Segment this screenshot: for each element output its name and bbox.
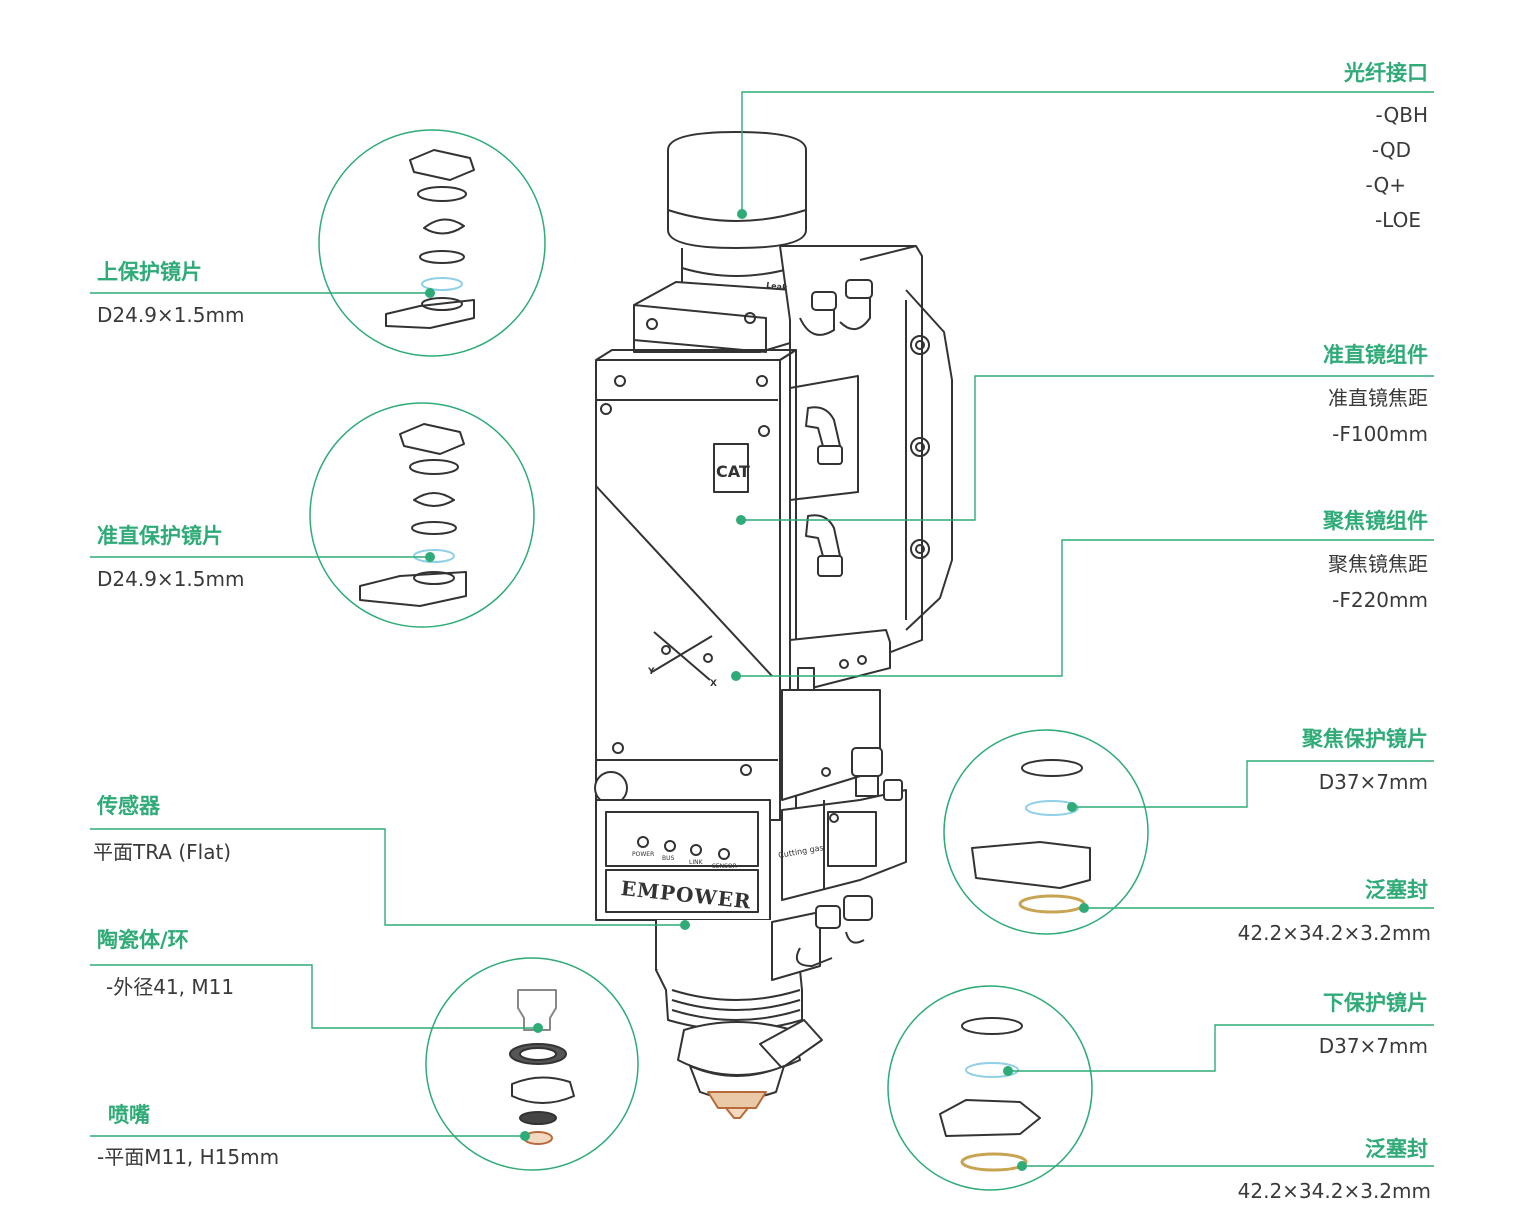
collim-protect-line-1: D24.9×1.5mm	[97, 567, 245, 591]
fiber-leader	[741, 91, 1434, 214]
fiber-line-3: -Q+	[1365, 173, 1406, 197]
sensor-line-1: 平面TRA (Flat)	[93, 840, 232, 864]
fiber-line-4: -LOE	[1374, 208, 1421, 232]
seal1-line-1: 42.2×34.2×3.2mm	[1237, 921, 1431, 945]
collimator-leader	[741, 375, 1434, 521]
ceramic-title: 陶瓷体/环	[97, 928, 189, 952]
focus-protect-title: 聚焦保护镜片	[1302, 727, 1428, 751]
fiber-line-2: -QD	[1371, 138, 1411, 162]
cutting-head-body	[594, 131, 953, 1119]
focus-protect-leader-dot	[1067, 802, 1077, 812]
seal2-leader-dot	[1017, 1161, 1027, 1171]
upper-protect-title: 上保护镜片	[97, 260, 202, 284]
focus-protect-line-1: D37×7mm	[1318, 770, 1428, 794]
lower-protect-title: 下保护镜片	[1323, 991, 1428, 1015]
collimator-title: 准直镜组件	[1323, 343, 1428, 367]
indicator-power-label: POWER	[632, 851, 655, 858]
focus-line-1: 聚焦镜焦距	[1328, 552, 1428, 576]
upper-protect-parts	[385, 149, 475, 329]
nozzle-leader-dot	[520, 1131, 530, 1141]
nozzle-line-1: -平面M11, H15mm	[97, 1145, 280, 1169]
nozzle-title: 喷嘴	[108, 1103, 150, 1127]
fiber-line-1: -QBH	[1375, 103, 1428, 127]
fiber-title: 光纤接口	[1344, 61, 1428, 85]
collimator-line-2: -F100mm	[1332, 422, 1428, 446]
seal2-line-1: 42.2×34.2×3.2mm	[1237, 1179, 1431, 1203]
indicator-bus-label: BUS	[662, 855, 675, 862]
focus-line-2: -F220mm	[1332, 588, 1428, 612]
ceramic-leader-dot	[533, 1023, 543, 1033]
axis-x-label: X	[710, 679, 717, 689]
fiber-leader-dot	[737, 209, 747, 219]
upper-protect-line-1: D24.9×1.5mm	[97, 303, 245, 327]
seal1-title: 泛塞封	[1365, 878, 1428, 902]
collim-protect-leader-dot	[425, 552, 435, 562]
focus-protect-leader	[1072, 760, 1434, 808]
upper-protect-leader-dot	[425, 288, 435, 298]
detail-ceramic-nozzle	[425, 957, 639, 1171]
collim-protect-title: 准直保护镜片	[97, 524, 223, 548]
focus-title: 聚焦镜组件	[1323, 509, 1428, 533]
focus-leader	[736, 539, 1434, 677]
seal2-title: 泛塞封	[1365, 1137, 1428, 1161]
sensor-leader	[90, 828, 685, 926]
indicator-sensor-label: SENSOR	[712, 863, 737, 870]
collimator-leader-dot	[736, 515, 746, 525]
ceramic-nozzle-parts	[509, 989, 575, 1145]
ceramic-leader	[90, 964, 538, 1029]
sensor-leader-dot	[680, 920, 690, 930]
detail-focus-protect	[943, 729, 1149, 935]
lower-protect-leader	[1008, 1024, 1434, 1072]
indicator-link-label: LINK	[689, 859, 703, 866]
seal1-leader-dot	[1079, 903, 1089, 913]
detail-collim-protect	[309, 402, 535, 628]
lower-protect-line-1: D37×7mm	[1318, 1034, 1428, 1058]
lower-protect-leader-dot	[1003, 1066, 1013, 1076]
focus-leader-dot	[731, 671, 741, 681]
collim-protect-parts	[359, 423, 467, 607]
sensor-title: 传感器	[97, 794, 160, 818]
detail-upper-protect	[318, 129, 546, 357]
focus-protect-parts	[971, 759, 1091, 914]
lower-protect-parts	[939, 1017, 1041, 1172]
detail-lower-protect	[887, 985, 1093, 1191]
axis-y-label: Y	[648, 667, 655, 677]
ceramic-line-1: -外径41, M11	[106, 975, 235, 999]
collimator-line-1: 准直镜焦距	[1328, 386, 1428, 410]
head-logo-cat: CAT	[716, 462, 750, 481]
